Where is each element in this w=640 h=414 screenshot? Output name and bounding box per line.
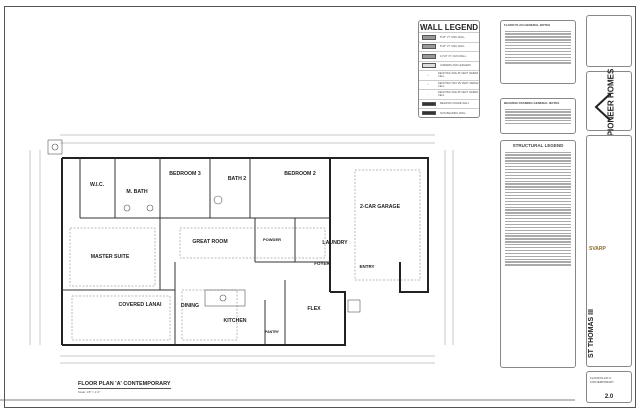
legend-row: ◦DENOTES ONE #5 VERT. REBAR CELL — [419, 89, 479, 99]
room-wic: W.I.C. — [90, 182, 105, 188]
room-great-room: GREAT ROOM — [192, 239, 227, 245]
room-laundry: LAUNDRY — [322, 240, 348, 246]
room-powder: POWDER — [263, 237, 281, 242]
sheet-number: 2.0 — [604, 394, 614, 400]
legend-row: 8"x8" VT. CMU WALL — [419, 41, 479, 52]
sheet-description: FLOOR PLAN 'A' CONTEMPORARY — [590, 376, 614, 384]
ceiling-outlines — [69, 169, 421, 341]
legend-row: ▪DENOTES ONE #5 VERT. REBAR CELL — [419, 70, 479, 80]
room-entry: ENTRY — [359, 264, 374, 269]
drawing-sheet — [4, 6, 636, 408]
room-flex: FLEX — [307, 306, 321, 312]
legend-row: NON-BEARING WALL — [419, 108, 479, 118]
wall-legend: WALL LEGEND 8"x8" VT. CMU WALL 8"x8" VT.… — [418, 20, 480, 118]
wall-legend-title: WALL LEGEND — [419, 23, 479, 32]
project-block: SVARP ST THOMAS III — [586, 135, 632, 367]
brand-block: PIONEER HOMES — [586, 69, 632, 136]
exterior-walls — [61, 157, 429, 346]
structural-legend: STRUCTURAL LEGEND — [500, 140, 576, 368]
bearing-framing-notes: BEARING FRAMING GENERAL NOTES — [500, 98, 576, 134]
room-dining: DINING — [181, 303, 199, 309]
plan-scale: Scale: 1/8" = 1'-0" — [78, 390, 101, 394]
room-covered-lanai: COVERED LANAI — [119, 302, 163, 308]
sheet-info-block: FLOOR PLAN 'A' CONTEMPORARY 2.0 — [586, 371, 632, 403]
legend-row: BEARING FRAME WALL — [419, 98, 479, 109]
plan-title: FLOOR PLAN 'A' CONTEMPORARY — [78, 381, 171, 389]
floor-plan-notes: FLOOR PLAN GENERAL NOTES — [500, 20, 576, 84]
revision-block — [586, 15, 632, 67]
room-master-suite: MASTER SUITE — [91, 254, 130, 260]
room-bath-2: BATH 2 — [228, 176, 246, 182]
room-bedroom-3: BEDROOM 3 — [169, 171, 201, 177]
firm-logo: SVARP — [589, 246, 606, 252]
room-m-bath: M. BATH — [126, 189, 147, 195]
room-kitchen: KITCHEN — [223, 318, 246, 324]
fixtures — [47, 139, 361, 313]
legend-row: ▪DENOTES TWO #5 VERT. REBAR CELL — [419, 79, 479, 90]
dimension-lines — [29, 134, 454, 364]
room-bedroom-2: BEDROOM 2 — [284, 171, 316, 177]
legend-row: 8"x8" VT. CMU WALL — [419, 32, 479, 42]
room-garage: 2-CAR GARAGE — [360, 204, 401, 210]
brand-roof-icon — [594, 93, 611, 121]
room-foyer: FOYER — [314, 261, 330, 266]
legend-row: 12"x8" VT. CMU WALL — [419, 51, 479, 61]
room-pantry: PANTRY — [265, 330, 280, 334]
interior-walls — [62, 158, 330, 345]
legend-row: GIRDERS AND LEDGERS — [419, 60, 479, 71]
project-name: ST THOMAS III — [588, 309, 595, 358]
